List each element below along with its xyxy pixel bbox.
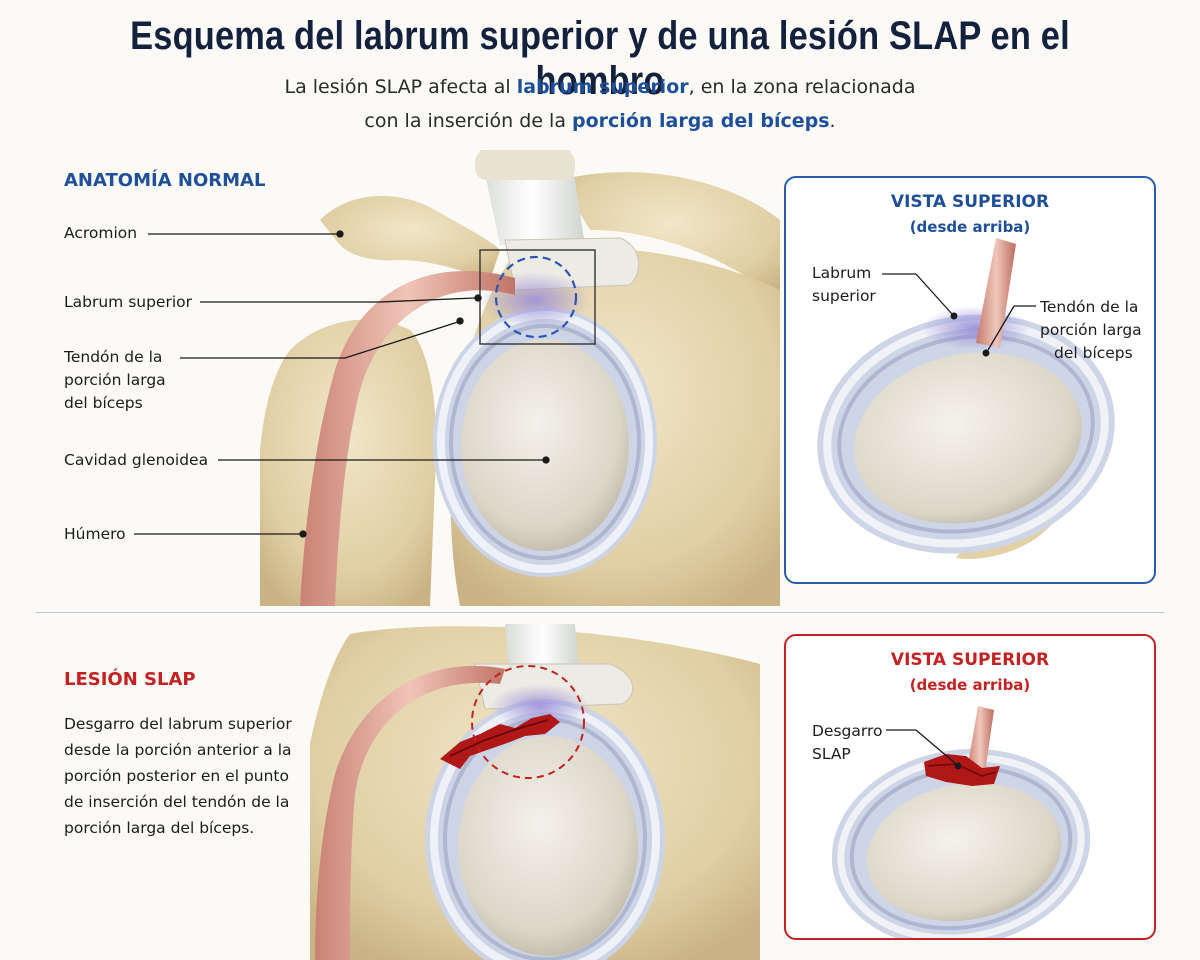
label-acromion: Acromion: [64, 224, 138, 242]
normal-shoulder-illustration: [260, 150, 780, 606]
slap-top-view-panel: VISTA SUPERIOR (desde arriba) Desgarro S…: [784, 634, 1156, 940]
slap-top-view-subtitle: (desde arriba): [909, 676, 1031, 694]
top-label-tear-line-2: SLAP: [812, 745, 851, 763]
normal-leader-lines: [134, 230, 550, 538]
leader-dot-labrum: [474, 294, 482, 302]
slap-description-line: porción larga del bíceps.: [64, 819, 255, 837]
subtitle-line-1: La lesión SLAP afecta al labrum superior…: [284, 76, 916, 98]
slap-description-line: Desgarro del labrum superior: [64, 715, 292, 733]
normal-top-view-panel: VISTA SUPERIOR (desde arriba) Labrum sup…: [784, 176, 1156, 584]
slap-top-view-illustration: [831, 706, 1091, 938]
label-tendon-line-3: del bíceps: [64, 394, 143, 412]
label-humerus: Húmero: [64, 525, 126, 543]
top-label-tendon-line-1: Tendón de la: [1040, 298, 1139, 316]
normal-top-view-leaders: [882, 273, 1036, 357]
normal-top-view-title: VISTA SUPERIOR: [890, 192, 1050, 212]
label-tendon-line-2: porción larga: [64, 371, 166, 389]
section-divider: [36, 612, 1164, 613]
normal-top-view-illustration: [817, 238, 1115, 559]
leader-dot-acromion: [336, 230, 344, 238]
slap-description-line: de inserción del tendón de la: [64, 793, 290, 811]
slap-description-line: porción posterior en el punto: [64, 767, 289, 785]
subtitle-line-2: con la inserción de la porción larga del…: [364, 110, 836, 132]
slap-description-line: desde la porción anterior a la: [64, 741, 292, 759]
leader-dot-humerus: [299, 530, 307, 538]
page-title: Esquema del labrum superior y de una les…: [130, 14, 1070, 103]
label-tendon-line-1: Tendón de la: [64, 348, 163, 366]
highlight-labrum-superior: labrum superior: [516, 76, 689, 98]
slap-top-view-title: VISTA SUPERIOR: [890, 650, 1050, 670]
leader-dot-glenoid: [542, 456, 550, 464]
highlight-biceps: porción larga del bíceps: [572, 110, 830, 132]
top-label-labrum-line-2: superior: [812, 287, 876, 305]
top-label-labrum-line-1: Labrum: [812, 264, 872, 282]
label-labrum-superior: Labrum superior: [64, 293, 193, 311]
normal-top-view-subtitle: (desde arriba): [909, 218, 1031, 236]
leader-dot-tendon: [456, 317, 464, 325]
top-label-tendon-line-3: del bíceps: [1054, 344, 1133, 362]
slap-description: Desgarro del labrum superior desde la po…: [64, 711, 292, 841]
top-label-tendon-line-2: porción larga: [1040, 321, 1142, 339]
label-glenoid-cavity: Cavidad glenoidea: [64, 451, 209, 469]
slap-shoulder-illustration: [310, 624, 760, 960]
normal-anatomy-heading: ANATOMÍA NORMAL: [64, 170, 266, 191]
top-label-tear-line-1: Desgarro: [812, 722, 883, 740]
slap-lesion-heading: LESIÓN SLAP: [64, 669, 196, 690]
